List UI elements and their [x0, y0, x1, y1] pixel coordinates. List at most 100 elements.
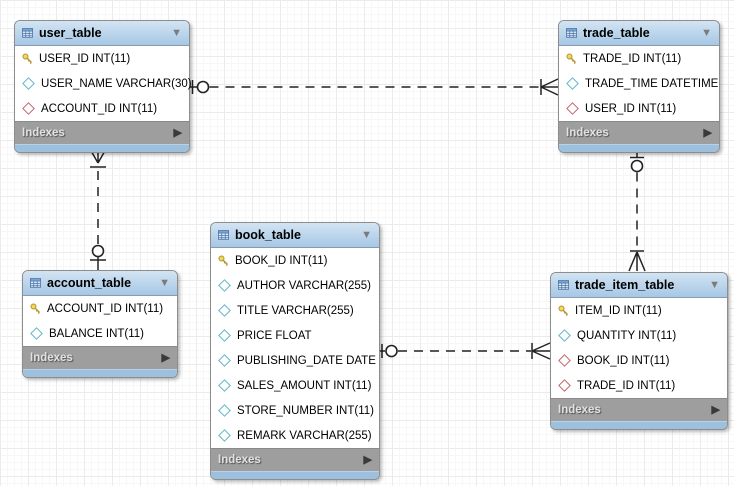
table-user_table[interactable]: user_table ▼ USER_ID INT(11) USER_NAME V…	[14, 20, 192, 153]
table-icon	[558, 280, 569, 291]
column-text: TRADE_TIME DATETIME	[585, 77, 719, 90]
column-row[interactable]: QUANTITY INT(11)	[551, 323, 727, 348]
column-row[interactable]: ACCOUNT_ID INT(11)	[15, 96, 189, 121]
column-text: QUANTITY INT(11)	[577, 329, 677, 342]
fk-diamond-icon	[558, 354, 571, 367]
indexes-row[interactable]: Indexes ▶	[23, 346, 177, 369]
relationship-account-user[interactable]	[89, 148, 107, 270]
primary-key-icon	[558, 305, 569, 316]
table-footer	[551, 421, 727, 429]
column-row[interactable]: ACCOUNT_ID INT(11)	[23, 296, 177, 321]
column-text: BOOK_ID INT(11)	[577, 354, 670, 367]
column-diamond-icon	[218, 329, 231, 342]
column-diamond-icon	[218, 379, 231, 392]
relationship-trade-tradeitem[interactable]	[628, 149, 646, 272]
collapse-arrow-icon[interactable]: ▼	[159, 276, 170, 289]
column-text: TITLE VARCHAR(255)	[237, 304, 354, 317]
column-text: SALES_AMOUNT INT(11)	[237, 379, 372, 392]
table-header[interactable]: trade_item_table ▼	[551, 273, 727, 298]
table-header[interactable]: user_table ▼	[15, 21, 189, 46]
table-trade_item_table[interactable]: trade_item_table ▼ ITEM_ID INT(11) QUANT…	[550, 272, 728, 430]
relationship-user-trade[interactable]	[188, 78, 559, 96]
column-row[interactable]: PUBLISHING_DATE DATE	[211, 348, 379, 373]
column-row[interactable]: BOOK_ID INT(11)	[551, 348, 727, 373]
expand-arrow-icon[interactable]: ▶	[703, 126, 712, 139]
column-text: STORE_NUMBER INT(11)	[237, 404, 374, 417]
expand-arrow-icon[interactable]: ▶	[173, 126, 182, 139]
column-row[interactable]: REMARK VARCHAR(255)	[211, 423, 379, 448]
column-text: ITEM_ID INT(11)	[575, 304, 662, 317]
column-diamond-icon	[218, 304, 231, 317]
table-title: trade_table	[583, 26, 650, 40]
column-row[interactable]: USER_ID INT(11)	[559, 96, 719, 121]
primary-key-icon	[30, 303, 41, 314]
column-row[interactable]: TRADE_ID INT(11)	[559, 46, 719, 71]
collapse-arrow-icon[interactable]: ▼	[701, 26, 712, 39]
indexes-label: Indexes	[218, 454, 261, 466]
column-row[interactable]: BOOK_ID INT(11)	[211, 248, 379, 273]
indexes-row[interactable]: Indexes ▶	[15, 121, 189, 144]
column-diamond-icon	[218, 429, 231, 442]
table-footer	[23, 369, 177, 377]
indexes-label: Indexes	[30, 352, 73, 364]
column-row[interactable]: PRICE FLOAT	[211, 323, 379, 348]
collapse-arrow-icon[interactable]: ▼	[361, 228, 372, 241]
indexes-label: Indexes	[22, 127, 65, 139]
table-trade_table[interactable]: trade_table ▼ TRADE_ID INT(11) TRADE_TIM…	[558, 20, 720, 153]
column-row[interactable]: SALES_AMOUNT INT(11)	[211, 373, 379, 398]
column-text: BALANCE INT(11)	[49, 327, 145, 340]
column-text: BOOK_ID INT(11)	[235, 254, 328, 267]
expand-arrow-icon[interactable]: ▶	[161, 351, 170, 364]
column-row[interactable]: ITEM_ID INT(11)	[551, 298, 727, 323]
collapse-arrow-icon[interactable]: ▼	[709, 278, 720, 291]
fk-diamond-icon	[22, 102, 35, 115]
table-title: account_table	[47, 276, 132, 290]
indexes-row[interactable]: Indexes ▶	[211, 448, 379, 471]
table-header[interactable]: book_table ▼	[211, 223, 379, 248]
collapse-arrow-icon[interactable]: ▼	[171, 26, 182, 39]
table-icon	[218, 230, 229, 241]
indexes-row[interactable]: Indexes ▶	[551, 398, 727, 421]
column-text: TRADE_ID INT(11)	[583, 52, 682, 65]
table-header[interactable]: trade_table ▼	[559, 21, 719, 46]
table-account_table[interactable]: account_table ▼ ACCOUNT_ID INT(11) BALAN…	[22, 270, 178, 378]
column-row[interactable]: TRADE_TIME DATETIME	[559, 71, 719, 96]
table-book_table[interactable]: book_table ▼ BOOK_ID INT(11) AUTHOR VARC…	[210, 222, 380, 480]
table-header[interactable]: account_table ▼	[23, 271, 177, 296]
column-row[interactable]: TITLE VARCHAR(255)	[211, 298, 379, 323]
column-text: ACCOUNT_ID INT(11)	[47, 302, 164, 315]
column-row[interactable]: STORE_NUMBER INT(11)	[211, 398, 379, 423]
column-row[interactable]: USER_NAME VARCHAR(30)	[15, 71, 192, 96]
table-title: book_table	[235, 228, 301, 242]
column-row[interactable]: BALANCE INT(11)	[23, 321, 177, 346]
indexes-row[interactable]: Indexes ▶	[559, 121, 719, 144]
table-footer	[211, 471, 379, 479]
column-text: REMARK VARCHAR(255)	[237, 429, 372, 442]
column-text: ACCOUNT_ID INT(11)	[41, 102, 158, 115]
column-text: PRICE FLOAT	[237, 329, 312, 342]
expand-arrow-icon[interactable]: ▶	[711, 403, 720, 416]
table-title: user_table	[39, 26, 102, 40]
column-text: USER_ID INT(11)	[585, 102, 677, 115]
primary-key-icon	[218, 255, 229, 266]
relationship-book-tradeitem[interactable]	[378, 342, 551, 360]
fk-diamond-icon	[558, 379, 571, 392]
table-title: trade_item_table	[575, 278, 675, 292]
column-row[interactable]: TRADE_ID INT(11)	[551, 373, 727, 398]
column-diamond-icon	[218, 404, 231, 417]
column-diamond-icon	[566, 77, 579, 90]
expand-arrow-icon[interactable]: ▶	[363, 453, 372, 466]
column-row[interactable]: AUTHOR VARCHAR(255)	[211, 273, 379, 298]
column-row[interactable]: USER_ID INT(11)	[15, 46, 189, 71]
column-text: PUBLISHING_DATE DATE	[237, 354, 376, 367]
column-text: USER_ID INT(11)	[39, 52, 131, 65]
table-icon	[22, 28, 33, 39]
primary-key-icon	[22, 53, 33, 64]
column-diamond-icon	[218, 279, 231, 292]
table-footer	[559, 144, 719, 152]
primary-key-icon	[566, 53, 577, 64]
indexes-label: Indexes	[566, 127, 609, 139]
fk-diamond-icon	[566, 102, 579, 115]
